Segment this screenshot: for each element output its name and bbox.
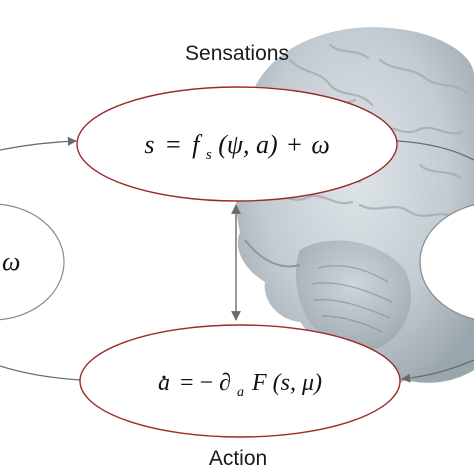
action-args: (s, μ) (273, 370, 322, 396)
sensation-equation: s = f s (ψ, a) + ω (144, 130, 329, 165)
cycle-arrows (0, 136, 474, 383)
sensation-args: (ψ, a) (218, 130, 277, 159)
arrow-from-environment-to-sensations (0, 136, 77, 151)
action-label: Action (209, 447, 267, 470)
action-ellipse (79, 324, 401, 438)
sensations-label: Sensations (185, 42, 289, 65)
sensation-equals: = (166, 130, 181, 159)
action-dot-accent (162, 375, 166, 379)
action-lhs: a (158, 370, 170, 396)
arrow-sensations-to-right (396, 140, 474, 161)
sensation-plus: + (287, 130, 302, 159)
sensation-f: f (192, 130, 203, 159)
action-F: F (251, 370, 267, 396)
sensation-lhs: s (144, 130, 154, 159)
left-partial-equation: ω (2, 247, 20, 276)
sensation-f-subscript: s (206, 147, 212, 163)
action-partial-subscript: a (237, 385, 244, 400)
action-equals: = (180, 370, 194, 396)
sensation-omega: ω (311, 130, 329, 159)
action-minus: − (200, 370, 214, 396)
right-state-ellipse (419, 204, 474, 320)
action-equation: a = − ∂ a F (s, μ) (158, 370, 322, 402)
left-state-ellipse (0, 203, 65, 321)
action-partial: ∂ (219, 370, 231, 396)
arrow-right-to-action (401, 359, 474, 383)
sensation-ellipse (76, 86, 398, 202)
arrow-action-to-left (0, 365, 81, 381)
